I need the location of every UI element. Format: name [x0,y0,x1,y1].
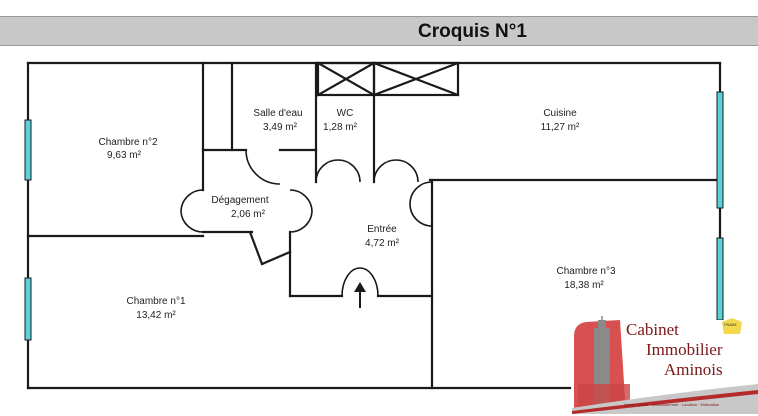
room-name-chambre-3: Chambre n°3 [556,266,615,277]
header-bar: Croquis N°1 [0,16,758,46]
room-area-cuisine: 11,27 m² [541,122,580,133]
agency-logo: Cabinet Immobilier Aminois FNAIM Achat ·… [572,314,758,414]
room-area-degagement: 2,06 m² [231,209,266,220]
room-area-chambre-3: 18,38 m² [564,280,604,291]
logo-graphic [572,316,758,414]
door-swing-icon [180,149,433,297]
room-name-entree: Entrée [367,224,397,235]
walls [26,61,722,390]
logo-tagline: Achat · Vente · Investissement · Locatio… [624,402,720,407]
room-name-degagement: Dégagement [211,195,268,206]
page-title: Croquis N°1 [418,21,527,42]
entrance-arrow-icon [354,282,366,308]
room-area-wc: 1,28 m² [323,122,358,133]
logo-line-2: Immobilier [646,340,723,359]
room-name-chambre-1: Chambre n°1 [126,296,185,307]
ventilation-duct-icon [372,61,460,97]
room-name-cuisine: Cuisine [543,108,577,119]
room-name-wc: WC [337,108,354,119]
room-name-salle-eau: Salle d'eau [253,108,302,119]
room-area-chambre-2: 9,63 m² [107,150,142,161]
room-area-chambre-1: 13,42 m² [136,310,176,321]
room-name-chambre-2: Chambre n°2 [98,137,157,148]
room-area-entree: 4,72 m² [365,238,400,249]
logo-line-1: Cabinet [626,320,679,339]
window-icon [24,91,724,341]
logo-line-3: Aminois [664,360,723,379]
room-area-salle-eau: 3,49 m² [263,122,298,133]
fnaim-badge: FNAIM [724,322,737,327]
